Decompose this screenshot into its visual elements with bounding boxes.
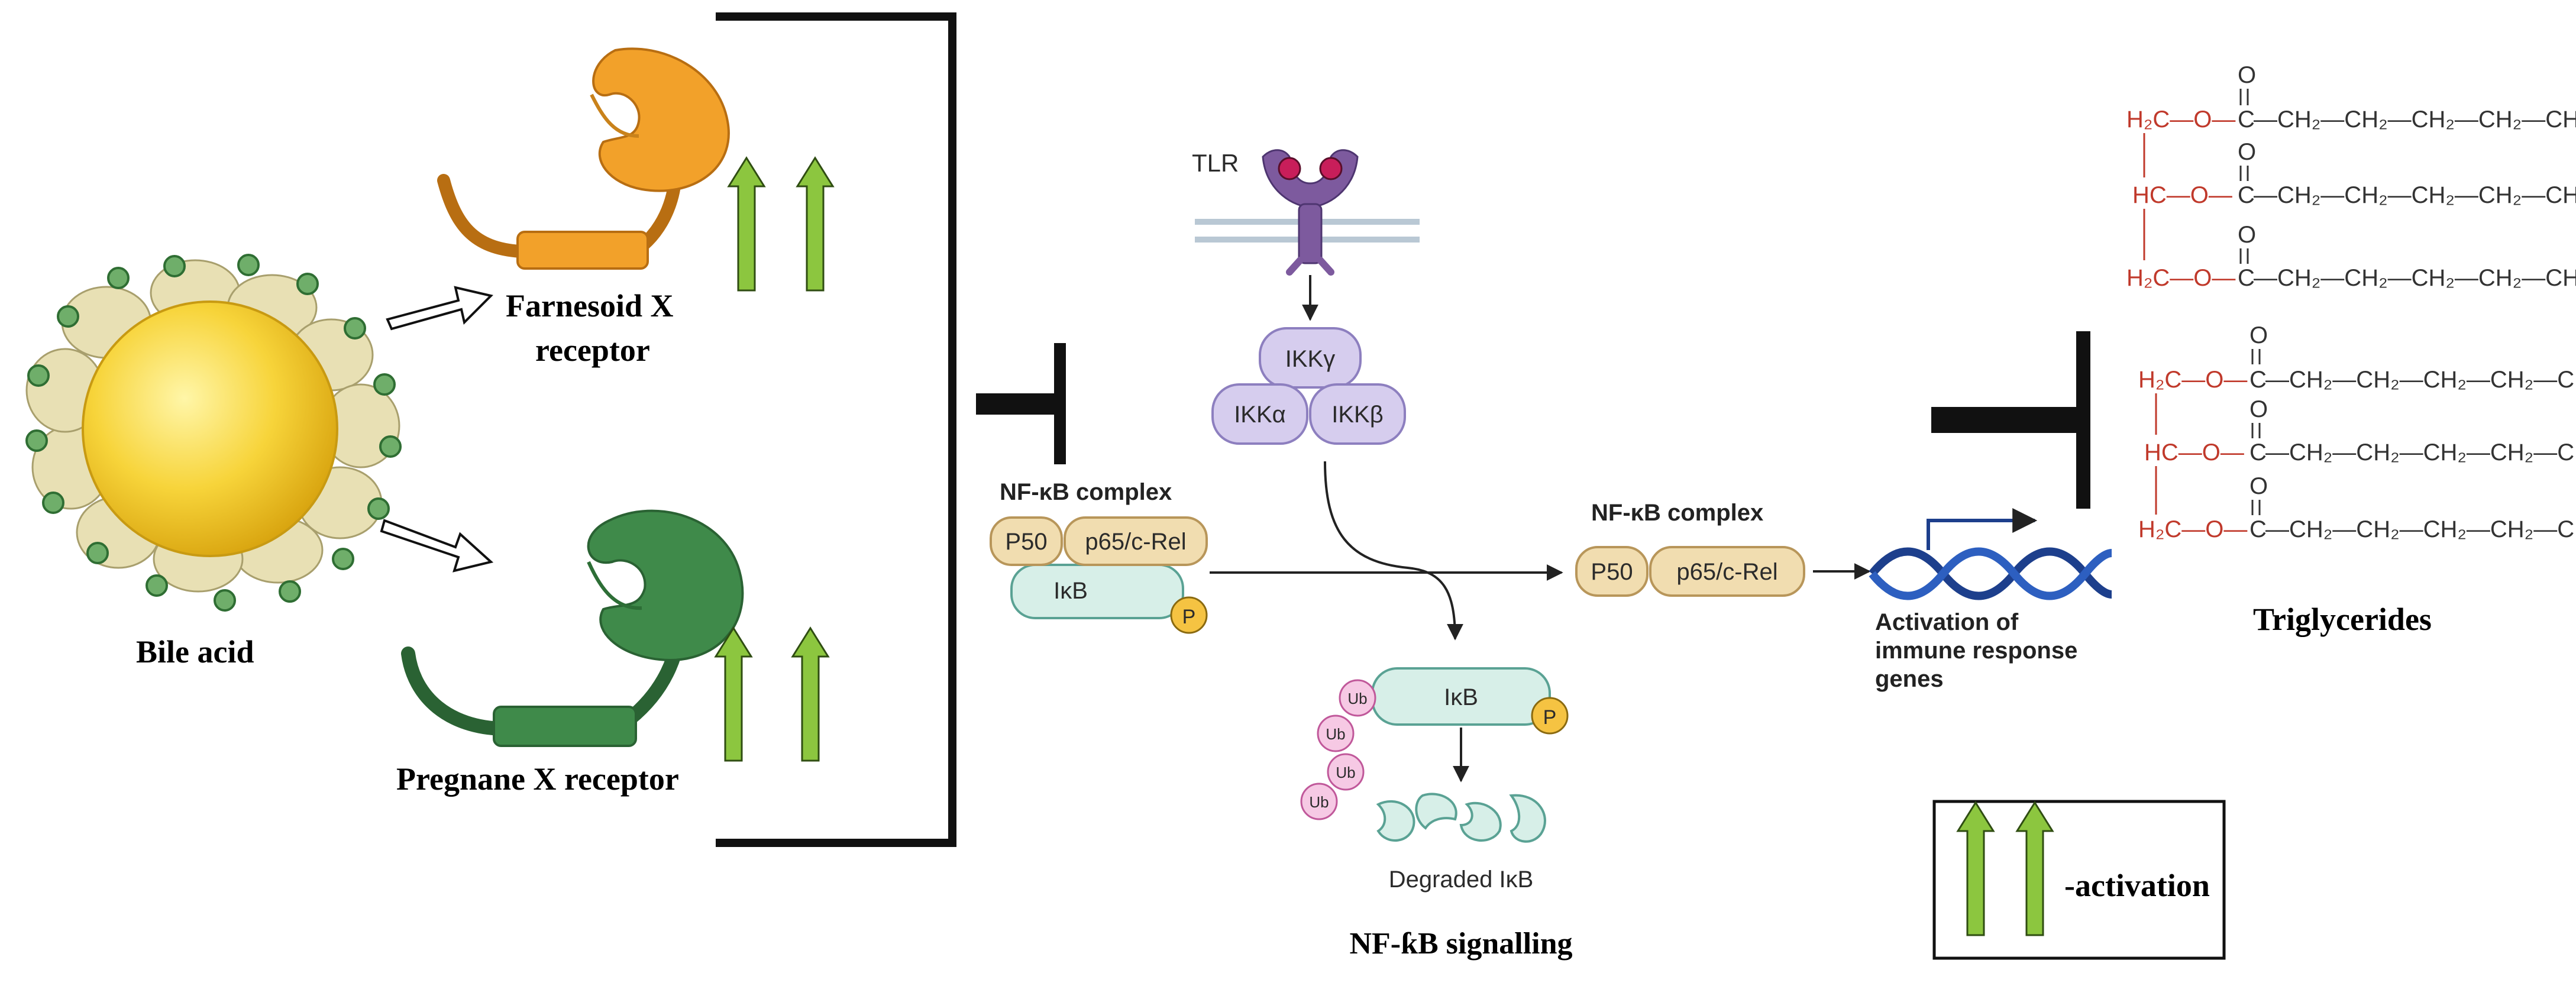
fxr-activation-arrows: [728, 157, 834, 292]
activation-label-line3: genes: [1875, 666, 1944, 692]
tg1-h2c-1: H₂C—O—: [2126, 106, 2235, 132]
dna-helix: [1869, 508, 2112, 600]
tg1-chain1: —CH₂—CH₂—CH₂—CH₂—CH₃: [2254, 106, 2576, 132]
tg1-o1: O: [2238, 62, 2256, 88]
tg1-c1: C: [2238, 106, 2255, 132]
fxr-label-line1: Farnesoid X: [506, 288, 674, 324]
inhibition-bar-right: [1931, 331, 2090, 509]
tg2-c3: C: [2249, 516, 2267, 542]
bile-acid-micelle: [25, 254, 402, 612]
tg1-o3: O: [2238, 222, 2256, 248]
ikb-ub-label: IκB: [1444, 684, 1478, 710]
tg1-c3: C: [2238, 265, 2255, 291]
ubiquitinated-ikb: [1300, 667, 1569, 820]
tg2-hc: HC—O—: [2144, 439, 2244, 465]
ub-label-3: Ub: [1336, 764, 1355, 781]
fxr-receptor: [437, 47, 730, 270]
pxr-receptor: [401, 509, 744, 747]
pxr-label: Pregnane X receptor: [396, 761, 679, 797]
ub-label-4: Ub: [1309, 793, 1329, 811]
tg1-chain3: —CH₂—CH₂—CH₂—CH₂—CH₃: [2254, 265, 2576, 291]
nfkb-complex-right-title: NF-κB complex: [1591, 500, 1763, 526]
tg1-chain2: —CH₂—CH₂—CH₂—CH₂—CH₃: [2254, 182, 2576, 208]
legend-box: [1932, 800, 2226, 960]
activation-label-line2: immune response: [1875, 638, 2077, 664]
phospho-left-label: P: [1182, 606, 1196, 628]
tg2-chain2: —CH₂—CH₂—CH₂—CH₂—CH₃: [2265, 439, 2576, 465]
tg1-c2: C: [2238, 182, 2255, 208]
p65-left-label: p65/c-Rel: [1085, 529, 1186, 555]
nfkb-complex-right: [1575, 546, 1805, 597]
ub-label-1: Ub: [1347, 690, 1367, 707]
p50-left-label: P50: [1005, 529, 1047, 555]
p50-right-label: P50: [1591, 559, 1633, 585]
tg1-hc: HC—O—: [2132, 182, 2232, 208]
legend-activation-label: -activation: [2064, 868, 2210, 903]
tg2-o3: O: [2249, 473, 2268, 499]
ikk-complex: [1211, 327, 1406, 445]
nfkb-complex-left-title: NF-κB complex: [1000, 479, 1172, 505]
tg2-h2c-1: H₂C—O—: [2138, 367, 2247, 393]
open-arrow-to-pxr: [380, 519, 494, 573]
tg2-chain1: —CH₂—CH₂—CH₂—CH₂—CH₃: [2265, 367, 2576, 393]
tlr-receptor: [1262, 149, 1359, 276]
tg2-o1: O: [2249, 322, 2268, 348]
degraded-ikb-label: Degraded IκB: [1389, 867, 1534, 893]
triglyceride-structure-1: O H₂C—O— C —CH₂—CH₂—CH₂—CH₂—CH₃ O HC—O— …: [2126, 62, 2576, 291]
ikk-beta-label: IKKβ: [1331, 402, 1383, 428]
tlr-label: TLR: [1192, 149, 1239, 177]
phospho-ub-label: P: [1543, 706, 1557, 729]
open-arrow-to-fxr: [386, 286, 493, 331]
degraded-ikb-fragments: [1376, 793, 1546, 843]
ub-label-2: Ub: [1326, 725, 1345, 743]
fxr-label-line2: receptor: [535, 332, 650, 368]
receptor-bracket: [716, 12, 956, 847]
tg2-h2c-3: H₂C—O—: [2138, 516, 2247, 542]
tg2-o2: O: [2249, 396, 2268, 422]
ikk-gamma-label: IKKγ: [1285, 346, 1335, 372]
tg2-c2: C: [2249, 439, 2267, 465]
ikk-phosphorylation-arrow: [1324, 461, 1463, 641]
ikk-alpha-label: IKKα: [1234, 402, 1286, 428]
triglyceride-structure-2: O H₂C—O— C —CH₂—CH₂—CH₂—CH₂—CH₃ O HC—O— …: [2138, 322, 2576, 542]
pxr-activation-arrows: [715, 627, 829, 762]
tg1-h2c-3: H₂C—O—: [2126, 265, 2235, 291]
activation-label-line1: Activation of: [1875, 609, 2019, 635]
p65-right-label: p65/c-Rel: [1676, 559, 1777, 585]
bile-acid-label: Bile acid: [136, 634, 254, 670]
tg1-o2: O: [2238, 139, 2256, 165]
tg2-c1: C: [2249, 367, 2267, 393]
tg2-chain3: —CH₂—CH₂—CH₂—CH₂—CH₃: [2265, 516, 2576, 542]
ikb-left-label: IκB: [1053, 578, 1088, 604]
inhibition-bar-left: [976, 343, 1066, 464]
nfkb-complex-left: [990, 516, 1208, 634]
triglycerides-label: Triglycerides: [2253, 602, 2432, 637]
nfkb-signalling-title: NF-ƙB signalling: [1349, 927, 1572, 961]
